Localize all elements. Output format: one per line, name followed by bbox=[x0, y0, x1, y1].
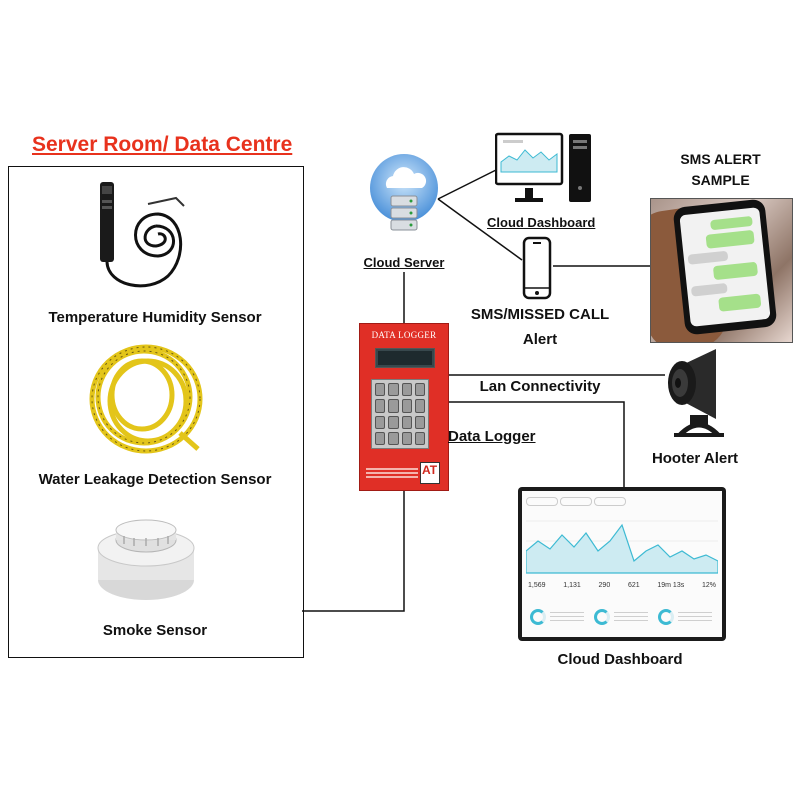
hooter-alert-label: Hooter Alert bbox=[651, 450, 739, 467]
server-room-title: Server Room/ Data Centre bbox=[32, 133, 293, 156]
siren-speaker-icon bbox=[668, 349, 724, 437]
sms-screen bbox=[679, 207, 771, 327]
water-leakage-sensor-label: Water Leakage Detection Sensor bbox=[38, 471, 272, 488]
smoke-sensor-label: Smoke Sensor bbox=[102, 622, 208, 639]
dashboard-filter-chip bbox=[560, 497, 592, 506]
dashboard-filter-chip bbox=[594, 497, 626, 506]
wire-logger-to-room bbox=[302, 489, 405, 612]
dashboard-screen: 1,569 1,131 290 621 19m 13s 12% bbox=[522, 491, 722, 637]
sms-alert-label-line2: Alert bbox=[522, 331, 558, 348]
stat-value: 19m 13s bbox=[657, 582, 685, 589]
dashboard-stats: 1,569 1,131 290 621 19m 13s 12% bbox=[528, 582, 716, 589]
wire-cloud-to-monitor bbox=[437, 167, 501, 200]
stat-value: 1,569 bbox=[528, 582, 546, 589]
donut-chart bbox=[594, 609, 610, 625]
dashboard-area-chart bbox=[526, 520, 718, 574]
donut-chart bbox=[530, 609, 546, 625]
sms-sample-title-line2: SAMPLE bbox=[691, 172, 750, 188]
device-fine-print bbox=[366, 466, 418, 480]
phone-image bbox=[672, 199, 778, 336]
temperature-humidity-sensor-image bbox=[100, 182, 185, 288]
logger-logo: AT bbox=[420, 462, 440, 484]
sms-sample-photo bbox=[650, 198, 793, 343]
server-room-box bbox=[8, 166, 304, 658]
desktop-computer-icon bbox=[495, 132, 591, 202]
cloud-dashboard-top-label: Cloud Dashboard bbox=[487, 215, 596, 230]
cloud-server-label: Cloud Server bbox=[363, 255, 445, 270]
lan-connectivity-label: Lan Connectivity bbox=[479, 378, 601, 395]
stat-value: 621 bbox=[627, 582, 640, 589]
temperature-humidity-sensor-label: Temperature Humidity Sensor bbox=[48, 309, 262, 326]
keypad bbox=[371, 379, 429, 449]
stat-value: 1,131 bbox=[563, 582, 581, 589]
cloud-dashboard-monitor: 1,569 1,131 290 621 19m 13s 12% bbox=[518, 487, 726, 641]
smartphone-icon bbox=[522, 236, 552, 300]
lcd-display bbox=[375, 348, 435, 368]
stat-value: 12% bbox=[701, 582, 716, 589]
data-logger-label: Data Logger bbox=[448, 428, 536, 445]
data-logger-device: DATA LOGGER AT bbox=[359, 323, 449, 491]
water-leakage-sensor-image bbox=[89, 344, 203, 454]
dashboard-filter-chip bbox=[526, 497, 558, 506]
data-logger-panel-title: DATA LOGGER bbox=[371, 330, 437, 340]
stat-value: 290 bbox=[598, 582, 611, 589]
sms-alert-label-line1: SMS/MISSED CALL bbox=[470, 306, 610, 323]
cloud-server-icon bbox=[370, 154, 438, 231]
sms-sample-title-line1: SMS ALERT bbox=[680, 151, 761, 167]
donut-chart bbox=[658, 609, 674, 625]
cloud-dashboard-bottom-label: Cloud Dashboard bbox=[557, 651, 683, 668]
smoke-sensor-image bbox=[97, 519, 195, 600]
